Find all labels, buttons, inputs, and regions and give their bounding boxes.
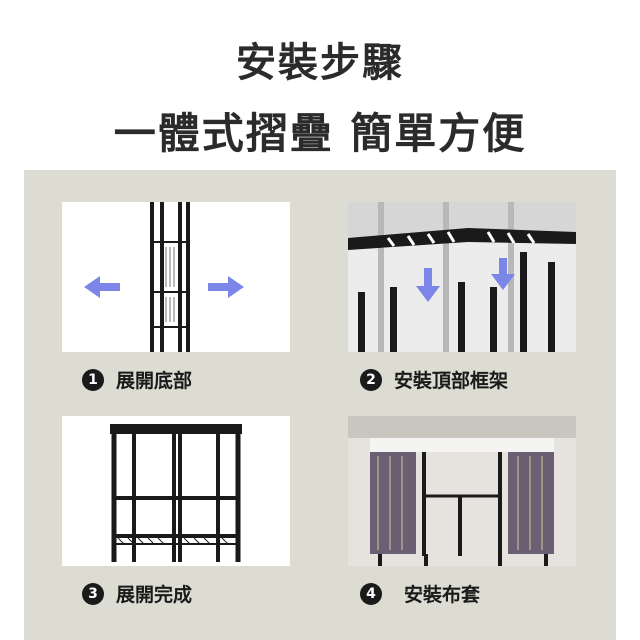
step-1-caption: 1 展開底部 — [82, 366, 192, 393]
cover-curtain-left — [370, 452, 416, 554]
step-3-image — [62, 416, 290, 566]
step-1-label: 展開底部 — [116, 370, 193, 392]
folded-frame — [150, 202, 190, 352]
assembled-frame — [110, 424, 242, 562]
step-4-card — [348, 416, 576, 566]
top-frame — [348, 228, 576, 250]
step-1-card — [62, 202, 290, 352]
step-3-caption: 3 展開完成 — [82, 580, 192, 607]
step-2-caption: 2 安裝頂部框架 — [360, 366, 508, 393]
step-4-image — [348, 416, 576, 566]
steps-panel: 1 展開底部 — [24, 170, 616, 640]
step-3-card — [62, 416, 290, 566]
step-1-number: 1 — [82, 368, 104, 391]
step-3-label: 展開完成 — [116, 584, 193, 606]
step-3-number: 3 — [82, 582, 104, 605]
arrow-down-icon — [416, 258, 515, 302]
page-subtitle: 一體式摺疊 簡單方便 — [113, 109, 527, 158]
arrow-right-icon — [208, 276, 244, 298]
step-2-card — [348, 202, 576, 352]
step-4-caption: 4 安裝布套 — [360, 580, 480, 607]
poles — [358, 252, 555, 352]
inner-frame — [422, 452, 502, 556]
step-2-label: 安裝頂部框架 — [394, 370, 509, 392]
step-2-image — [348, 202, 576, 352]
page-title: 安裝步驟 — [236, 40, 404, 86]
cover-top — [370, 438, 554, 452]
step-4-number: 4 — [360, 582, 382, 605]
step-4-label: 安裝布套 — [404, 584, 481, 606]
step-1-image — [62, 202, 290, 352]
arrow-left-icon — [84, 276, 120, 298]
step-2-number: 2 — [360, 368, 382, 391]
